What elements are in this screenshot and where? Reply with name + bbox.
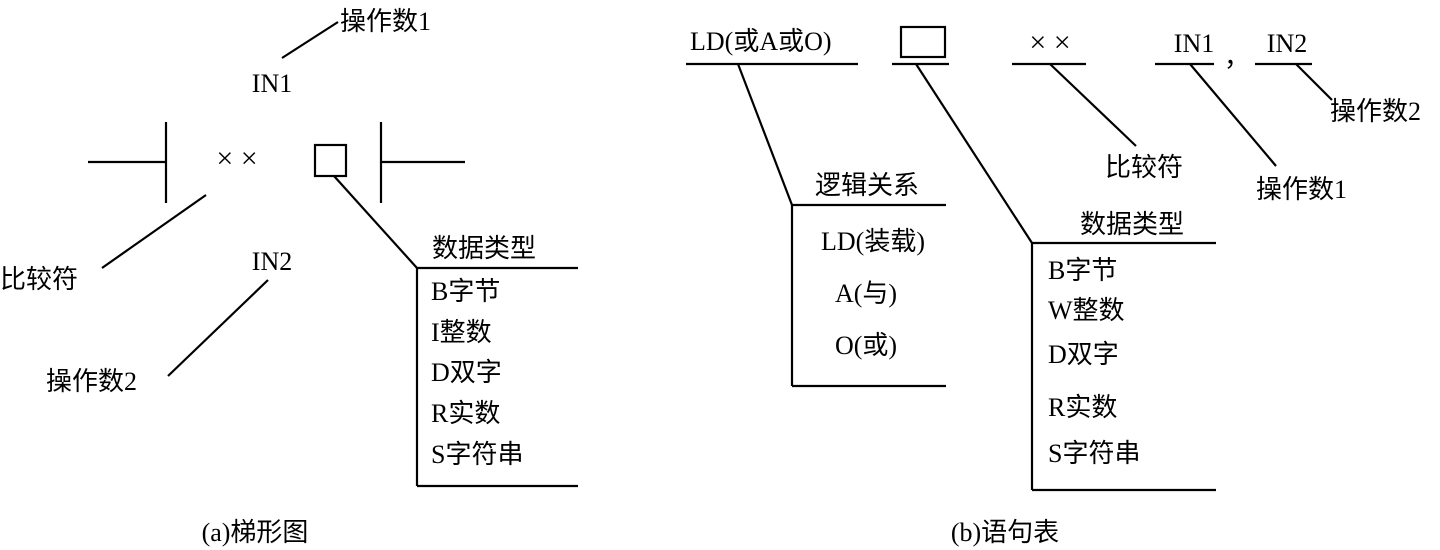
dtype-item: B字节 bbox=[431, 277, 500, 306]
operand2-label: 操作数2 bbox=[46, 367, 137, 396]
in1-label: IN1 bbox=[1174, 29, 1214, 58]
dtype-leader bbox=[333, 175, 418, 269]
in2-label: IN2 bbox=[252, 247, 292, 276]
logic-item: O(或) bbox=[835, 331, 897, 360]
operand1-label: 操作数1 bbox=[340, 7, 431, 36]
dtype-item: W整数 bbox=[1048, 296, 1125, 325]
dtype-item: I整数 bbox=[431, 318, 492, 347]
dtype-item: B字节 bbox=[1048, 256, 1117, 285]
instruction-label: LD(或A或O) bbox=[690, 27, 832, 56]
data-type-box bbox=[899, 25, 947, 59]
comparator-label: 比较符 bbox=[1105, 153, 1183, 182]
comma: ， bbox=[1224, 43, 1250, 72]
dtype-title: 数据类型 bbox=[1080, 210, 1184, 239]
in2-label: IN2 bbox=[1267, 29, 1307, 58]
comparator-leader bbox=[101, 194, 207, 269]
in1-label: IN1 bbox=[252, 69, 292, 98]
data-type-box bbox=[313, 143, 348, 178]
operand2-leader bbox=[167, 279, 269, 377]
dtype-title: 数据类型 bbox=[432, 234, 536, 263]
dtype-item: D双字 bbox=[1048, 340, 1119, 369]
compare-symbols: × × bbox=[1029, 26, 1070, 59]
ladder-diagram: × × 操作数1 IN1 比较符 IN2 操作数2 数据类型 B字节 I整数 D… bbox=[0, 7, 578, 547]
dtype-item: S字符串 bbox=[1048, 439, 1140, 468]
dtype-item: S字符串 bbox=[431, 440, 523, 469]
dtype-leader bbox=[915, 63, 1033, 244]
operand2-label: 操作数2 bbox=[1330, 97, 1421, 126]
logic-title: 逻辑关系 bbox=[815, 171, 919, 200]
operand1-leader bbox=[281, 21, 339, 59]
dtype-item: D双字 bbox=[431, 358, 502, 387]
dtype-item: R实数 bbox=[431, 399, 500, 428]
caption-b: (b)语句表 bbox=[951, 518, 1059, 547]
operand1-leader bbox=[1189, 63, 1277, 167]
statement-list-diagram: LD(或A或O) 逻辑关系 LD(装载) A(与) O(或) 数据类型 B字节 … bbox=[686, 25, 1421, 547]
logic-leader bbox=[736, 63, 794, 206]
compare-symbols: × × bbox=[216, 142, 257, 175]
caption-a: (a)梯形图 bbox=[202, 518, 309, 547]
logic-item: A(与) bbox=[835, 279, 897, 308]
operand2-leader bbox=[1295, 63, 1333, 101]
comparator-label: 比较符 bbox=[0, 265, 78, 294]
comparator-leader bbox=[1049, 63, 1137, 147]
dtype-item: R实数 bbox=[1048, 393, 1117, 422]
logic-item: LD(装载) bbox=[821, 227, 925, 256]
operand1-label: 操作数1 bbox=[1256, 175, 1347, 204]
